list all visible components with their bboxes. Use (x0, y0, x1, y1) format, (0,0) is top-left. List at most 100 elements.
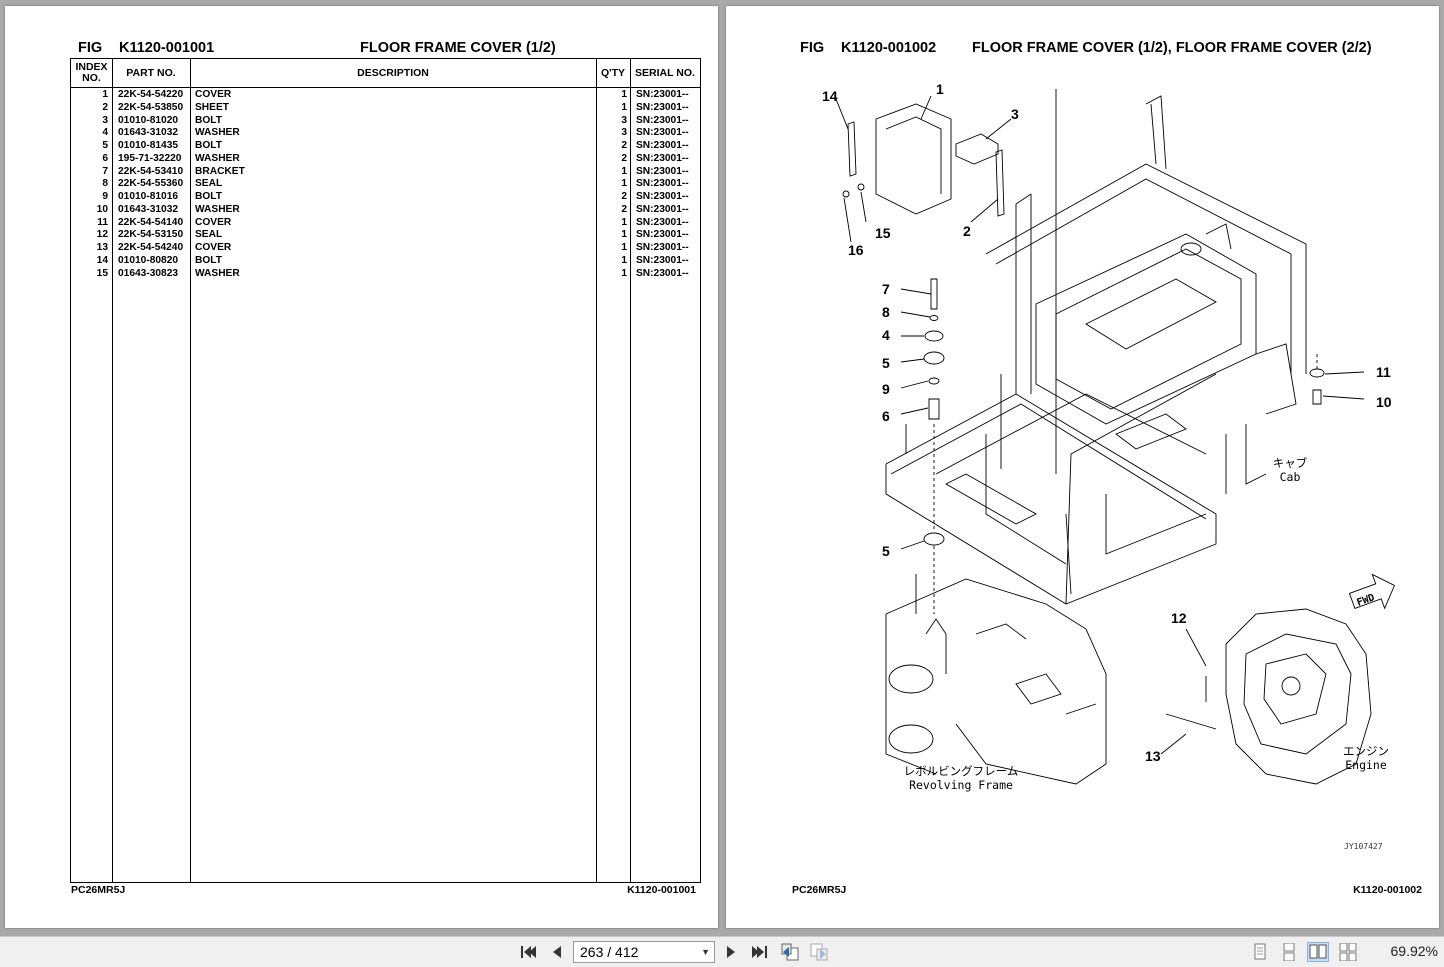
cell-qty: 2 (621, 140, 627, 151)
cell-description: COVER (195, 242, 232, 253)
callout-12: 12 (1171, 610, 1187, 626)
footer-fig-number: K1120-001001 (627, 884, 696, 896)
callout-4: 4 (882, 327, 890, 343)
continuous-facing-view-icon (1339, 943, 1357, 961)
cell-part-no: 22K-54-53150 (118, 229, 184, 241)
cell-part-no: 01010-81435 (118, 140, 179, 151)
cell-serial: SN:23001-- (636, 229, 689, 241)
table-row: 11 22K-54-54140 COVER 1 SN:23001-- (71, 217, 700, 230)
caption-revolving-frame: レボルビングフレーム Revolving Frame (896, 764, 1026, 792)
cell-part-no: 01010-80820 (118, 254, 179, 266)
cell-part-no: 01643-31032 (118, 203, 179, 215)
last-page-icon (752, 946, 767, 958)
cell-part-no: 22K-54-54140 (118, 216, 184, 228)
cell-part-no: 01643-30823 (118, 267, 179, 279)
callout-8: 8 (882, 304, 890, 320)
cell-serial: SN:23001-- (636, 114, 689, 126)
previous-view-button[interactable] (779, 942, 801, 962)
first-page-button[interactable] (517, 942, 539, 962)
caption-engine-jp: エンジン (1343, 744, 1389, 758)
callout-2: 2 (963, 223, 971, 239)
fig-number: K1120-001002 (841, 40, 937, 56)
page-number-field[interactable]: 263 / 412 ▼ (573, 941, 715, 963)
facing-view-button[interactable] (1307, 942, 1329, 962)
continuous-view-button[interactable] (1278, 942, 1300, 962)
previous-page-button[interactable] (546, 942, 568, 962)
diagram-drawing (835, 89, 1396, 785)
cab-frame-drawing (885, 95, 1307, 605)
cell-qty: 2 (621, 203, 627, 215)
cell-qty: 1 (621, 216, 627, 228)
cell-description: BOLT (195, 254, 222, 266)
cell-index: 1 (102, 89, 108, 100)
callout-10: 10 (1376, 394, 1392, 410)
cell-description: COVER (195, 216, 232, 228)
chevron-down-icon: ▼ (701, 947, 710, 957)
callout-1: 1 (936, 81, 944, 97)
engine-drawing (1165, 608, 1372, 785)
fig-prefix: FIG (800, 40, 825, 56)
cell-index: 3 (102, 114, 108, 126)
cell-index: 14 (96, 254, 108, 266)
caption-cab-jp: キャブ (1272, 456, 1308, 470)
callout-9: 9 (882, 381, 890, 397)
cell-part-no: 01010-81020 (118, 114, 179, 126)
parts-table: INDEX NO. PART NO. DESCRIPTION Q'TY SERI… (70, 58, 701, 883)
next-page-button[interactable] (720, 942, 742, 962)
previous-page-icon (553, 946, 561, 958)
zoom-level[interactable]: 69.92% (1390, 943, 1438, 959)
continuous-view-icon (1283, 943, 1295, 961)
continuous-facing-view-button[interactable] (1337, 942, 1359, 962)
cell-qty: 3 (621, 114, 627, 126)
cell-part-no: 195-71-32220 (118, 152, 182, 164)
cell-description: BOLT (195, 140, 222, 151)
cell-qty: 2 (621, 152, 627, 164)
callout-5: 5 (882, 355, 890, 371)
next-view-button[interactable] (808, 942, 830, 962)
page-indicator: 263 / 412 (580, 944, 639, 960)
cell-description: SHEET (195, 101, 229, 113)
footer-model: PC26MR5J (71, 884, 126, 896)
cell-index: 6 (102, 152, 108, 164)
cell-serial: SN:23001-- (636, 140, 689, 151)
callout-15: 15 (875, 225, 891, 241)
cell-description: COVER (195, 89, 232, 100)
callout-3: 3 (1011, 106, 1019, 122)
cell-index: 10 (96, 203, 108, 215)
last-page-button[interactable] (749, 942, 771, 962)
cell-serial: SN:23001-- (636, 242, 689, 253)
cell-qty: 1 (621, 229, 627, 241)
cell-serial: SN:23001-- (636, 165, 689, 177)
cell-serial: SN:23001-- (636, 152, 689, 164)
cell-qty: 1 (621, 101, 627, 113)
left-page: FIG K1120-001001 FLOOR FRAME COVER (1/2)… (5, 6, 718, 928)
cell-index: 11 (97, 216, 108, 228)
cell-index: 8 (102, 178, 108, 190)
cell-qty: 1 (621, 178, 627, 190)
caption-engine: エンジン Engine (1331, 744, 1401, 772)
cell-qty: 3 (621, 127, 627, 139)
navigation-toolbar: 263 / 412 ▼ 69.92% (0, 936, 1444, 967)
cell-serial: SN:23001-- (636, 254, 689, 266)
next-page-icon (727, 946, 735, 958)
cell-part-no: 01643-31032 (118, 127, 179, 139)
footer-fig-number: K1120-001002 (1353, 884, 1422, 896)
cell-serial: SN:23001-- (636, 101, 689, 113)
footer-model: PC26MR5J (792, 884, 847, 896)
cell-description: WASHER (195, 152, 240, 164)
cell-index: 7 (102, 165, 108, 177)
caption-engine-en: Engine (1345, 758, 1387, 772)
cell-description: BRACKET (195, 165, 245, 177)
single-page-view-button[interactable] (1249, 942, 1271, 962)
right-page: FIG K1120-001002 FLOOR FRAME COVER (1/2)… (726, 6, 1439, 928)
cell-part-no: 22K-54-54240 (118, 242, 184, 253)
cell-serial: SN:23001-- (636, 216, 689, 228)
callout-13: 13 (1145, 748, 1161, 764)
exploded-parts-diagram: 1 2 3 4 5 6 7 8 9 10 11 12 13 14 15 16 5… (786, 74, 1436, 864)
